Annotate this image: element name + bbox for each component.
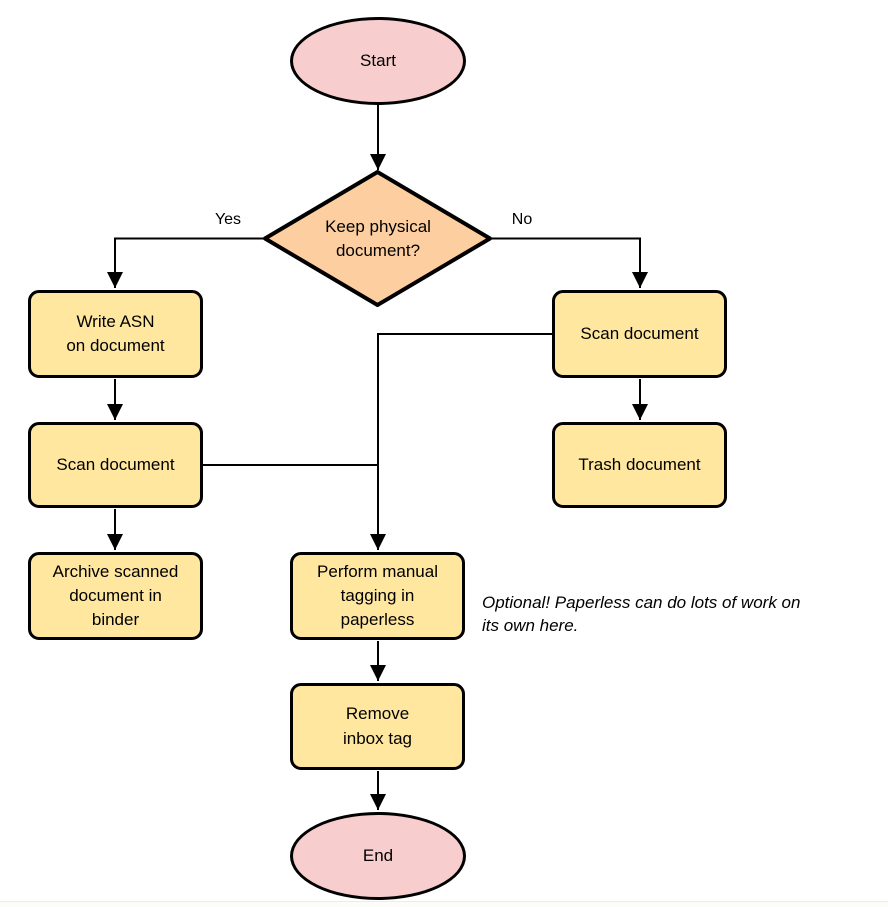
node-archive-label: Archive scanned document in binder (52, 561, 179, 630)
node-remove-inbox-label: Remove inbox tag (343, 704, 412, 748)
node-manual-tagging: Perform manual tagging in paperless (290, 552, 465, 640)
node-end-label: End (362, 845, 394, 865)
optional-note: Optional! Paperless can do lots of work … (482, 593, 801, 636)
edge-decision-no-to-scan-right (490, 237, 648, 288)
edge-label-yes: Yes (214, 211, 242, 228)
node-scan-left-label: Scan document (56, 454, 175, 474)
node-remove-inbox-tag: Remove inbox tag (290, 683, 465, 770)
node-decision-label: Keep physical document? (325, 216, 431, 260)
node-scan-right-label: Scan document (580, 323, 699, 343)
page-edge-strip (0, 901, 888, 907)
node-write-asn-label: Write ASN on document (66, 311, 165, 355)
node-scan-document-right: Scan document (552, 290, 727, 378)
edge-decision-yes-to-write-asn (107, 237, 265, 288)
node-scan-document-left: Scan document (28, 422, 203, 508)
node-start: Start (290, 17, 466, 105)
edge-scan-right-to-tagging (370, 333, 552, 550)
edge-label-no: No (511, 211, 533, 228)
node-end: End (290, 812, 466, 900)
node-trash-document: Trash document (552, 422, 727, 508)
node-start-label: Start (360, 50, 396, 70)
node-trash-label: Trash document (578, 454, 701, 474)
decision-diamond-shape (263, 170, 492, 307)
node-keep-physical-decision: Keep physical document? (290, 208, 466, 270)
node-write-asn: Write ASN on document (28, 290, 203, 378)
node-tagging-label: Perform manual tagging in paperless (317, 561, 438, 630)
node-archive-binder: Archive scanned document in binder (28, 552, 203, 640)
